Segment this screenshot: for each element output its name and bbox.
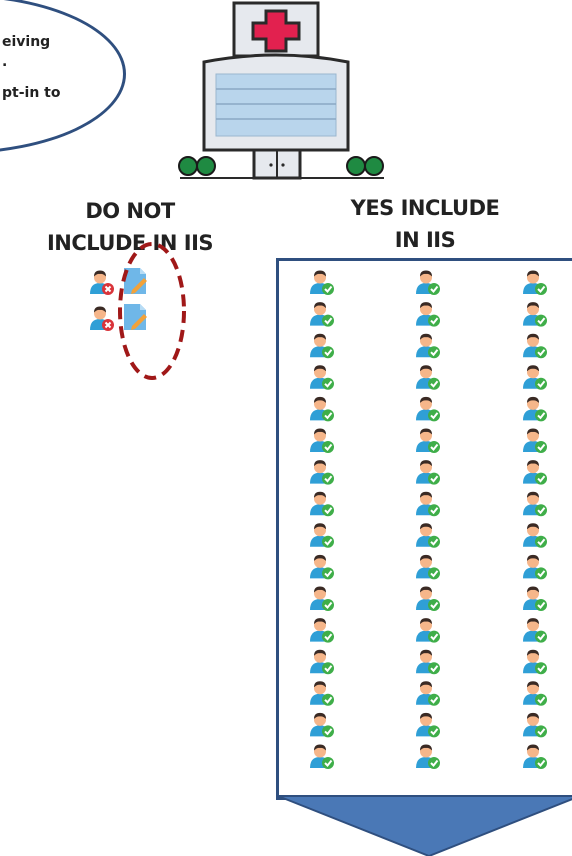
person-check-icon bbox=[416, 744, 440, 769]
person-check-icon bbox=[523, 523, 547, 548]
person-check-icon bbox=[523, 491, 547, 517]
person-check-icon bbox=[523, 681, 547, 706]
person-check-icon bbox=[416, 586, 440, 611]
person-check-icon bbox=[310, 554, 334, 580]
person-check-icon bbox=[310, 365, 334, 390]
person-check-icon bbox=[416, 302, 440, 327]
person-check-icon bbox=[416, 491, 440, 517]
person-declined-icon bbox=[90, 270, 114, 295]
callout-bubble: eiving . pt-in to bbox=[0, 0, 126, 154]
person-check-icon bbox=[310, 270, 334, 295]
person-check-icon bbox=[416, 649, 440, 675]
person-check-icon bbox=[310, 302, 334, 327]
consent-form-icon bbox=[124, 304, 147, 330]
person-check-icon bbox=[523, 302, 547, 327]
person-check-icon bbox=[310, 396, 334, 422]
person-check-icon bbox=[416, 554, 440, 580]
person-check-icon bbox=[310, 491, 334, 517]
exclude-heading-line-1: DO NOT bbox=[85, 199, 175, 223]
person-check-icon bbox=[310, 523, 334, 548]
consent-highlight-ellipse bbox=[118, 242, 186, 380]
person-check-icon bbox=[523, 649, 547, 675]
down-arrow-icon bbox=[277, 795, 572, 856]
person-check-icon bbox=[523, 365, 547, 390]
person-check-icon bbox=[416, 333, 440, 359]
person-check-icon bbox=[416, 428, 440, 453]
person-check-icon bbox=[310, 681, 334, 706]
person-check-icon bbox=[416, 460, 440, 485]
person-check-icon bbox=[523, 396, 547, 422]
exclude-heading-line-2: INCLUDE IN IIS bbox=[46, 231, 214, 255]
person-check-icon bbox=[416, 712, 440, 738]
callout-line-3: pt-in to bbox=[2, 85, 61, 101]
hospital-building-icon bbox=[178, 1, 384, 180]
person-check-icon bbox=[416, 396, 440, 422]
person-check-icon bbox=[310, 649, 334, 675]
include-heading-line-1: YES INCLUDE bbox=[350, 196, 500, 220]
person-check-icon bbox=[523, 428, 547, 453]
person-check-icon bbox=[310, 333, 334, 359]
person-check-icon bbox=[416, 618, 440, 643]
person-check-icon bbox=[416, 523, 440, 548]
included-patients-grid bbox=[310, 270, 547, 769]
person-check-icon bbox=[310, 586, 334, 611]
person-check-icon bbox=[523, 586, 547, 611]
callout-line-1: eiving bbox=[2, 34, 51, 50]
consent-form-icon bbox=[124, 268, 147, 294]
person-check-icon bbox=[310, 712, 334, 738]
person-check-icon bbox=[310, 744, 334, 769]
person-check-icon bbox=[416, 365, 440, 390]
person-check-icon bbox=[523, 744, 547, 769]
person-check-icon bbox=[523, 333, 547, 359]
person-check-icon bbox=[310, 460, 334, 485]
person-check-icon bbox=[310, 618, 334, 643]
callout-line-2: . bbox=[2, 54, 8, 70]
person-check-icon bbox=[523, 270, 547, 295]
exclude-heading: DO NOT INCLUDE IN IIS bbox=[10, 195, 250, 259]
person-check-icon bbox=[310, 428, 334, 453]
person-check-icon bbox=[523, 618, 547, 643]
person-check-icon bbox=[416, 270, 440, 295]
person-check-icon bbox=[523, 712, 547, 738]
person-check-icon bbox=[523, 554, 547, 580]
person-check-icon bbox=[416, 681, 440, 706]
include-heading-line-2: IN IIS bbox=[394, 228, 456, 252]
include-heading: YES INCLUDE IN IIS bbox=[300, 192, 550, 256]
excluded-patients bbox=[90, 268, 147, 331]
person-check-icon bbox=[523, 460, 547, 485]
person-declined-icon bbox=[90, 306, 114, 331]
